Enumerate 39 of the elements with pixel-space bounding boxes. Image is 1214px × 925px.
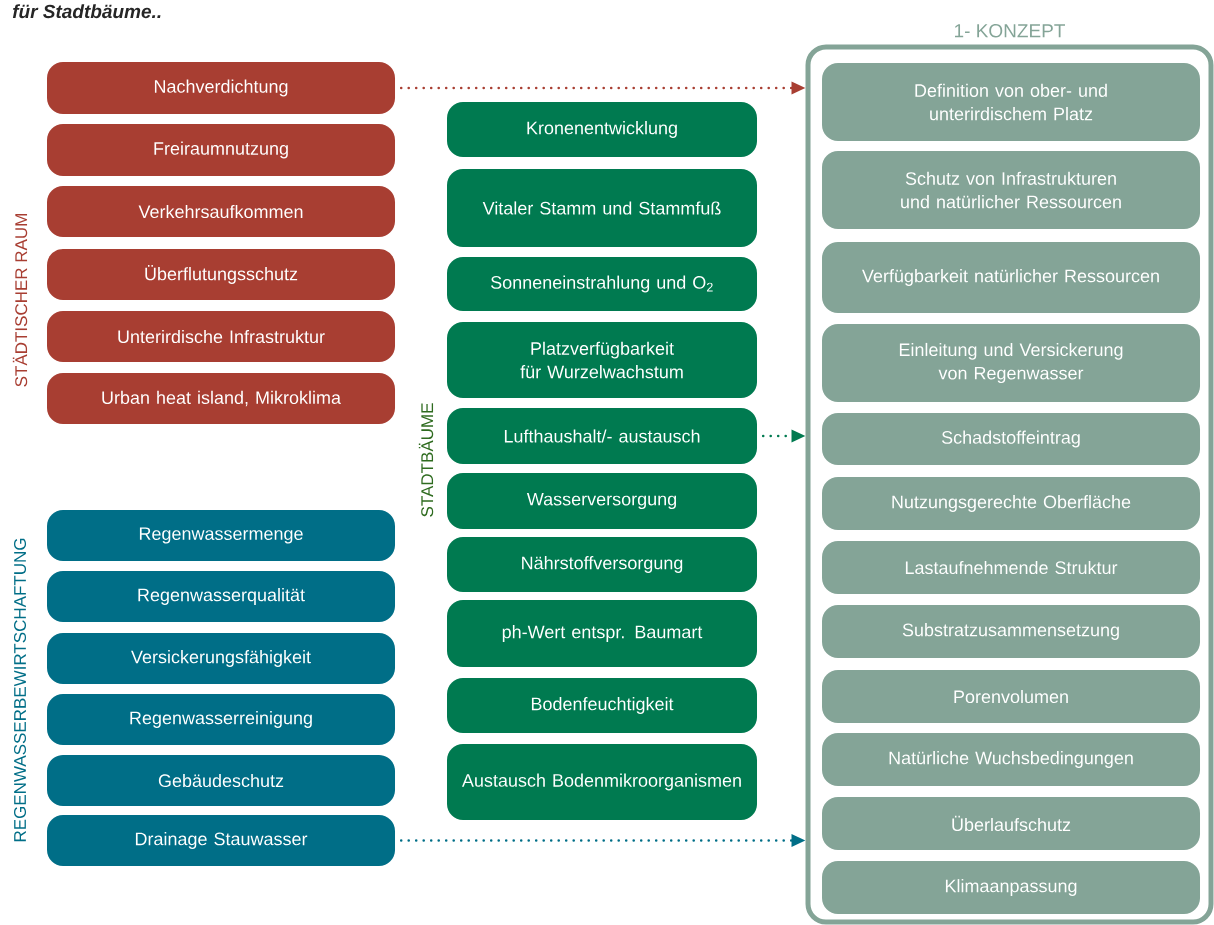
process-box: Vitaler Stamm und Stammfuß (447, 169, 757, 247)
process-box: Wasserversorgung (447, 473, 757, 529)
process-box: Substratzusammensetzung (822, 605, 1200, 658)
process-box: Überlaufschutz (822, 797, 1200, 850)
process-box: Platzverfügbarkeit für Wurzelwachstum (447, 322, 757, 398)
process-box: Schutz von Infrastrukturen und natürlicher Ressourcen (822, 151, 1200, 229)
process-box: Sonneneinstrahlung und O$_{2}$ (447, 257, 757, 311)
process-box: Überflutungsschutz (47, 249, 395, 300)
group-label: STADTBÄUME (418, 403, 434, 517)
process-box: Austausch Bodenmikroorganismen (447, 744, 757, 820)
process-box: Verfügbarkeit natürlicher Ressourcen (822, 242, 1200, 313)
group-label: STÄDTISCHER RAUM (12, 214, 28, 387)
process-box: Porenvolumen (822, 670, 1200, 723)
process-box: Urban heat island, Mikroklima (47, 373, 395, 424)
process-box: Bodenfeuchtigkeit (447, 678, 757, 733)
process-box: Verkehrsaufkommen (47, 186, 395, 237)
process-box: Nutzungsgerechte Oberfläche (822, 477, 1200, 530)
process-box: Lastaufnehmende Struktur (822, 541, 1200, 594)
process-box: Freiraumnutzung (47, 124, 395, 176)
process-box: Kronenentwicklung (447, 102, 757, 157)
process-box: Nährstoffversorgung (447, 537, 757, 592)
process-box: Einleitung und Versickerung von Regenwasser (822, 324, 1200, 402)
process-box: Schadstoffeintrag (822, 413, 1200, 465)
group-label: REGENWASSERBEWIRTSCHAFTUNG (14, 538, 27, 842)
process-box: Klimaanpassung (822, 861, 1200, 914)
process-box: Nachverdichtung (47, 62, 395, 114)
process-box: Gebäudeschutz (47, 755, 395, 806)
process-box: Natürliche Wuchsbedingungen (822, 733, 1200, 786)
process-box: Regenwassermenge (47, 510, 395, 561)
process-box: ph-Wert entspr. Baumart (447, 600, 757, 667)
process-box: Unterirdische Infrastruktur (47, 311, 395, 362)
process-box: Regenwasserqualität (47, 571, 395, 622)
process-box: Definition von ober- und unterirdischem Platz (822, 63, 1200, 141)
process-box: Drainage Stauwasser (47, 815, 395, 866)
process-box: Regenwasserreinigung (47, 694, 395, 745)
group-heading: 1- KONZEPT (955, 24, 1065, 38)
process-box: Lufthaushalt/- austausch (447, 408, 757, 464)
title: für Stadtbäume.. (12, 4, 161, 19)
process-box: Versickerungsfähigkeit (47, 633, 395, 684)
